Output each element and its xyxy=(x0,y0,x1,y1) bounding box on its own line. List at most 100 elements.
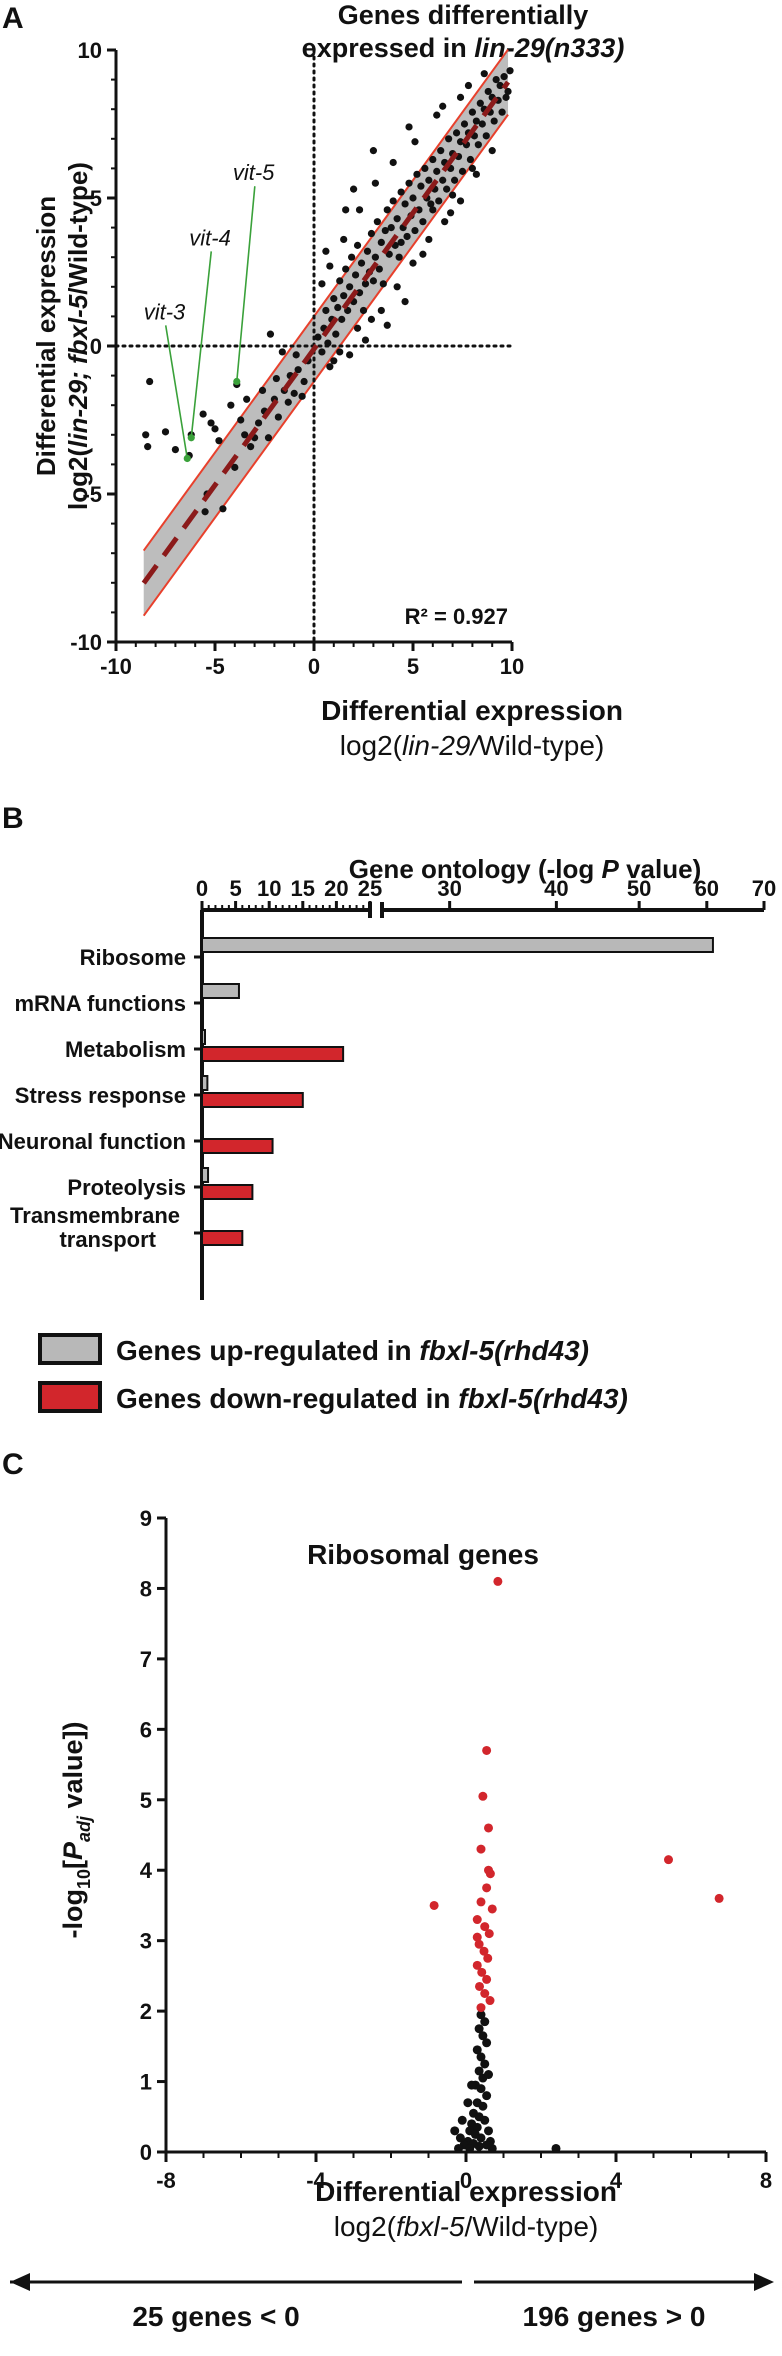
data-point xyxy=(314,333,322,341)
nonsignificant-point xyxy=(551,2143,561,2153)
panel-c-gene-count-arrows: 25 genes < 0 196 genes > 0 xyxy=(10,2273,774,2332)
y-tick-label: 6 xyxy=(140,1717,152,1742)
data-point xyxy=(425,235,433,244)
nonsignificant-point xyxy=(474,2066,484,2076)
right-arrow-head-icon xyxy=(754,2273,774,2291)
bar xyxy=(201,1029,206,1045)
nonsignificant-point xyxy=(476,2010,486,2020)
data-point xyxy=(476,99,484,107)
genes-above-zero-label: 196 genes > 0 xyxy=(523,2301,706,2332)
panel-c-xlabel-line2: log2(fbxl-5/Wild-type) xyxy=(334,2211,599,2242)
significant-point xyxy=(482,1974,492,1984)
x-tick-label: 5 xyxy=(407,654,419,679)
data-point xyxy=(417,182,425,190)
data-point xyxy=(355,206,364,214)
data-point xyxy=(482,132,490,140)
band-upper-edge xyxy=(142,48,509,552)
data-point xyxy=(429,206,437,214)
data-point xyxy=(389,197,397,205)
y-tick-label: 10 xyxy=(78,38,102,63)
panel-a-xlabel-line2: log2(lin-29/Wild-type) xyxy=(340,730,605,761)
data-point xyxy=(241,431,249,439)
data-point xyxy=(397,188,405,196)
data-point xyxy=(355,289,364,297)
panel-a-letter: A xyxy=(2,2,24,35)
legend-label-down: Genes down-regulated in fbxl-5(rhd43) xyxy=(116,1383,628,1414)
x-tick-label: 60 xyxy=(695,876,719,901)
data-point xyxy=(498,108,506,116)
data-point xyxy=(456,197,465,205)
bar xyxy=(201,983,240,999)
data-point xyxy=(371,253,379,261)
category-label: Neuronal function xyxy=(0,1129,186,1154)
data-point xyxy=(171,446,179,454)
nonsignificant-point xyxy=(478,2031,488,2041)
data-point xyxy=(504,87,512,96)
data-point xyxy=(421,164,429,172)
x-tick-label: 30 xyxy=(437,876,461,901)
nonsignificant-point xyxy=(457,2115,467,2125)
y-tick-label: 3 xyxy=(140,1929,152,1954)
data-point xyxy=(419,218,427,226)
data-point xyxy=(211,425,219,433)
data-point xyxy=(460,120,469,128)
data-point xyxy=(336,277,344,285)
significant-point xyxy=(485,1996,495,2006)
data-point xyxy=(340,292,348,300)
data-point xyxy=(300,377,308,386)
bar xyxy=(201,1230,244,1246)
x-tick-label: 4 xyxy=(610,2168,623,2193)
data-point xyxy=(502,93,510,101)
legend-label-up: Genes up-regulated in fbxl-5(rhd43) xyxy=(116,1335,589,1366)
x-tick-label: 0 xyxy=(308,654,320,679)
data-point xyxy=(254,419,263,427)
data-point xyxy=(332,330,340,338)
data-point xyxy=(427,200,435,208)
data-point xyxy=(385,250,393,258)
data-point xyxy=(266,330,275,338)
significant-point xyxy=(478,1791,488,1801)
significant-point xyxy=(472,1960,482,1970)
data-point xyxy=(326,363,334,371)
nonsignificant-point xyxy=(472,2122,482,2132)
significant-point xyxy=(480,1989,490,1998)
data-point xyxy=(405,123,413,131)
data-point xyxy=(146,377,154,386)
data-point xyxy=(443,185,451,193)
annotation-point xyxy=(233,377,241,386)
significant-point xyxy=(472,1915,482,1925)
data-point xyxy=(219,505,227,513)
data-point xyxy=(409,259,417,267)
data-point xyxy=(294,366,302,374)
bar xyxy=(201,1092,304,1108)
bar xyxy=(201,1075,209,1091)
significant-point xyxy=(476,2003,486,2013)
data-point xyxy=(468,164,476,172)
data-point xyxy=(401,200,409,208)
x-tick-label: 40 xyxy=(544,876,568,901)
data-point xyxy=(357,259,366,267)
significant-point xyxy=(484,1823,493,1833)
data-point xyxy=(490,117,498,125)
data-point xyxy=(353,324,362,332)
y-tick-label: 0 xyxy=(90,334,102,359)
data-point xyxy=(371,179,379,187)
data-point xyxy=(334,303,342,312)
data-point xyxy=(447,209,455,217)
y-tick-label: 9 xyxy=(140,1506,152,1531)
nonsignificant-point xyxy=(482,2091,492,2101)
significant-point xyxy=(475,1981,484,1991)
panel-c-title: Ribosomal genes xyxy=(307,1539,539,1570)
bar xyxy=(201,1046,345,1062)
nonsignificant-point xyxy=(476,2052,486,2062)
category-label: Proteolysis xyxy=(67,1175,186,1200)
panel-c-xlabel-line1: Differential expression xyxy=(315,2176,617,2207)
data-point xyxy=(298,392,306,400)
data-point xyxy=(369,277,377,285)
nonsignificant-point xyxy=(480,2017,490,2027)
data-point xyxy=(450,176,459,184)
x-tick-label: 15 xyxy=(291,876,315,901)
significant-point xyxy=(484,1929,494,1939)
x-tick-label: -8 xyxy=(156,2168,176,2193)
